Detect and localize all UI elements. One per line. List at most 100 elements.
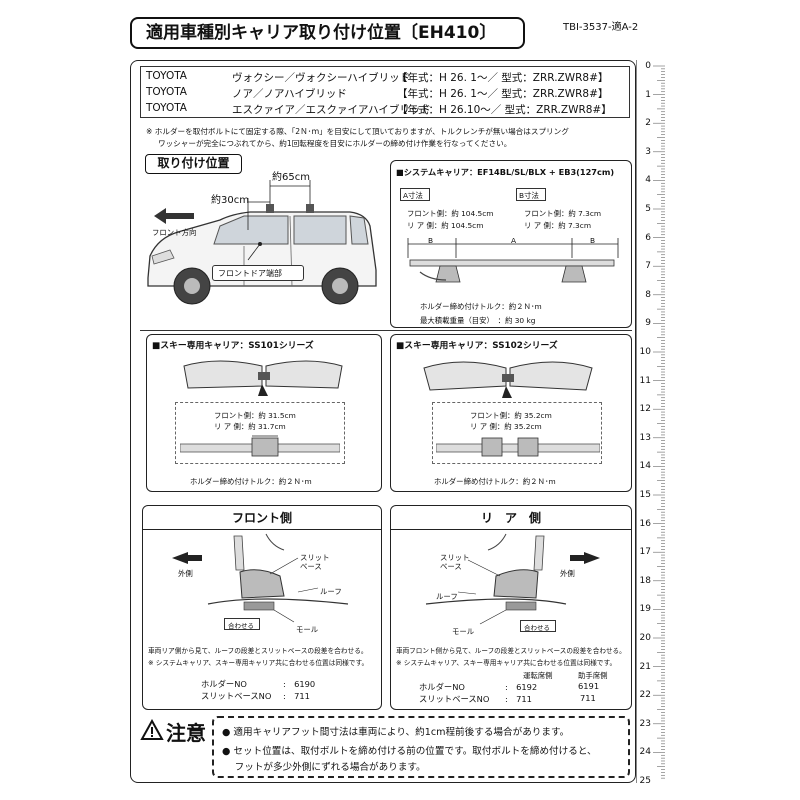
front-outer-label: 外側 [178, 569, 193, 578]
system-carrier-header: ■システムキャリア：EF14BL/SL/BLX + EB3(127cm) [396, 167, 615, 177]
ruler-label: 25 [639, 776, 651, 786]
rear-slit-passenger: 711 [580, 693, 596, 703]
ruler-label: 0 [645, 61, 651, 71]
ruler-label: 14 [639, 461, 651, 472]
front-holder-no: : 6190 [283, 679, 316, 689]
dim-65cm: 約65cm [272, 172, 310, 183]
document-id: TBI-3537-適A-2 [563, 22, 639, 33]
ruler-label: 15 [639, 490, 651, 500]
front-desc-1: 車両リア側から見て、ルーフの段差とスリットベースの段差を合わせる。 [148, 647, 368, 655]
vehicle-spec: 【年式：H 26. 1～／ 型式：ZRR.ZWR8#】 [397, 72, 609, 84]
b-dim-tag [516, 188, 546, 201]
rear-slit-driver: : 711 [505, 694, 532, 704]
rear-align-label: 合わせる [524, 624, 550, 632]
max-load: 最大積載重量（目安） ：約 30 kg [420, 316, 536, 325]
rear-desc-2: ※ システムキャリア、スキー専用キャリア共に合わせる位置は同様です。 [396, 659, 617, 667]
ss101-panel [146, 334, 382, 492]
front-side-title: フロント側 [231, 511, 292, 525]
ss101-rail-diagram [180, 435, 340, 457]
ruler-label: 5 [645, 204, 651, 214]
ruler-label: 19 [639, 604, 651, 615]
ss101-torque: ホルダー締め付けトルク：約２Ｎ･m [190, 477, 312, 486]
rear-slit-label: スリットベースNO [419, 694, 490, 704]
ruler-label: 20 [639, 633, 651, 643]
b-dim-label: B寸法 [519, 191, 539, 200]
caution-line2: ● セット位置は、取付ボルトを締め付ける前の位置です。取付ボルトを締め付けると、 [222, 746, 597, 757]
ruler-label: 13 [639, 432, 651, 443]
ruler-label: 6 [645, 232, 651, 243]
main-frame [130, 60, 636, 783]
rear-passenger-side: 助手席側 [578, 671, 608, 680]
ruler-label: 3 [645, 146, 651, 157]
ruler-label: 7 [645, 261, 651, 272]
rear-holder-passenger: 6191 [578, 681, 600, 691]
ss102-panel [390, 334, 632, 492]
ruler-label: 2 [645, 118, 651, 129]
ss101-header: ■スキー専用キャリア：SS101シリーズ [152, 341, 314, 351]
ruler-label: 8 [645, 289, 651, 300]
ruler-label: 12 [639, 404, 651, 415]
rear-outer-label: 外側 [560, 569, 575, 578]
caution-line3: フットが多少外側にずれる場合があります。 [222, 762, 426, 773]
ruler-label: 16 [639, 518, 651, 529]
rear-align-tag [520, 620, 556, 632]
ss101-rear: リ ア 側：約 31.7cm [214, 422, 286, 431]
ruler-label: 1 [645, 89, 651, 100]
system-carrier-diagram [407, 238, 619, 283]
torque-note-line2: ワッシャーが完全につぶれてから、約1回転程度を目安にホルダーの締め付け作業を行な… [158, 139, 512, 148]
vehicle-model: ノア／ノアハイブリッド [232, 88, 347, 100]
dim-30cm: 約30cm [211, 195, 249, 206]
ss101-front: フロント側：約 31.5cm [214, 411, 296, 420]
ruler-label: 9 [645, 318, 651, 329]
vehicle-maker: TOYOTA [146, 70, 187, 82]
ss102-rail-diagram [436, 437, 600, 457]
front-roof-label: ルーフ [320, 587, 342, 596]
rear-mall-label: モール [452, 627, 475, 636]
rear-side-title-bar [390, 505, 632, 530]
torque-note-line1: ※ ホルダーを取付ボルトにて固定する際、「2Ｎ･ｍ」を目安にして頂いておりますが… [146, 127, 569, 136]
rear-roof-label: ルーフ [436, 592, 458, 601]
caution-line1: ● 適用キャリアフット間寸法は車両により、約1cm程前後する場合があります。 [222, 727, 570, 738]
rear-side-title: リ ア 側 [480, 511, 541, 525]
caution-box [212, 716, 630, 778]
ss101-diagram [183, 360, 343, 396]
vehicle-spec: 【年式：H 26.10～／ 型式：ZRR.ZWR8#】 [397, 104, 612, 116]
rear-side-panel [390, 505, 632, 710]
page-title: 適用車種別キャリア取り付け位置〔EH410〕 [130, 17, 525, 49]
front-mall-label: モール [296, 625, 319, 634]
ruler-label: 17 [639, 547, 651, 558]
rear-holder-driver: : 6192 [505, 682, 538, 692]
front-side-title-bar [142, 505, 382, 530]
vehicle-model: ヴォクシー／ヴォクシーハイブリッド [232, 72, 411, 84]
front-slit-label: スリットベースNO [201, 691, 272, 701]
rear-desc-1: 車両フロント側から見て、ルーフの段差とスリットベースの段差を合わせる。 [396, 647, 626, 655]
diagram-b-left: B [428, 236, 434, 245]
a-dim-tag [400, 188, 430, 201]
vehicle-maker: TOYOTA [146, 86, 187, 98]
ss102-front: フロント側：約 35.2cm [470, 411, 552, 420]
rear-bracket-diagram [425, 533, 600, 625]
warning-icon [140, 719, 164, 740]
vehicle-table [140, 66, 630, 118]
vehicle-model: エスクァイア／エスクァイアハイブリッド [232, 104, 431, 116]
ruler-label: 11 [639, 375, 651, 386]
ruler-label: 23 [639, 718, 651, 729]
system-torque: ホルダー締め付けトルク：約２Ｎ･m [420, 302, 542, 311]
front-slit-base-label: スリット ベース [300, 553, 330, 571]
front-align-label: 合わせる [228, 622, 254, 630]
ruler-label: 24 [639, 747, 651, 758]
ruler-label: 21 [639, 661, 651, 672]
ss102-header: ■スキー専用キャリア：SS102シリーズ [396, 341, 558, 351]
vehicle-spec: 【年式：H 26. 1～／ 型式：ZRR.ZWR8#】 [397, 88, 609, 100]
b-front: フロント側：約 7.3cm [524, 209, 602, 218]
front-align-tag [224, 618, 260, 630]
caution-title: 注意 [166, 721, 206, 745]
rear-holder-label: ホルダーNO [419, 682, 465, 692]
system-carrier-panel [390, 160, 632, 328]
ruler-label: 4 [645, 175, 651, 186]
front-bracket-diagram [172, 533, 349, 623]
front-side-panel [142, 505, 382, 710]
a-dim-label: A寸法 [403, 191, 423, 200]
ss102-rear: リ ア 側：約 35.2cm [470, 422, 542, 431]
mount-section-label: 取り付け位置 [145, 154, 242, 174]
